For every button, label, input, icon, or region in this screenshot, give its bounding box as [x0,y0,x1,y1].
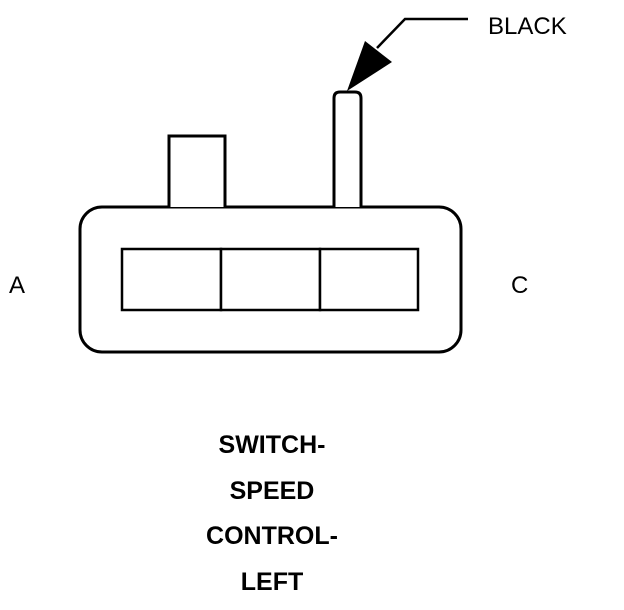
callout-arrowhead [347,41,392,91]
locking-tab [169,136,225,207]
diagram-caption: SWITCH- SPEED CONTROL- LEFT [172,428,372,610]
wire-stub [334,92,361,207]
terminal-cavity-b [221,249,320,310]
callout-leader-line [377,19,468,48]
pin-label-a: A [9,274,25,298]
terminal-cavity-c [320,249,418,310]
wire-color-label: BLACK [488,15,567,39]
caption-line-2: SPEED [172,474,372,520]
caption-line-4: LEFT [172,565,372,610]
caption-line-1: SWITCH- [172,428,372,474]
pin-label-c: C [511,274,528,298]
caption-line-3: CONTROL- [172,519,372,565]
terminal-cavity-a [122,249,221,310]
